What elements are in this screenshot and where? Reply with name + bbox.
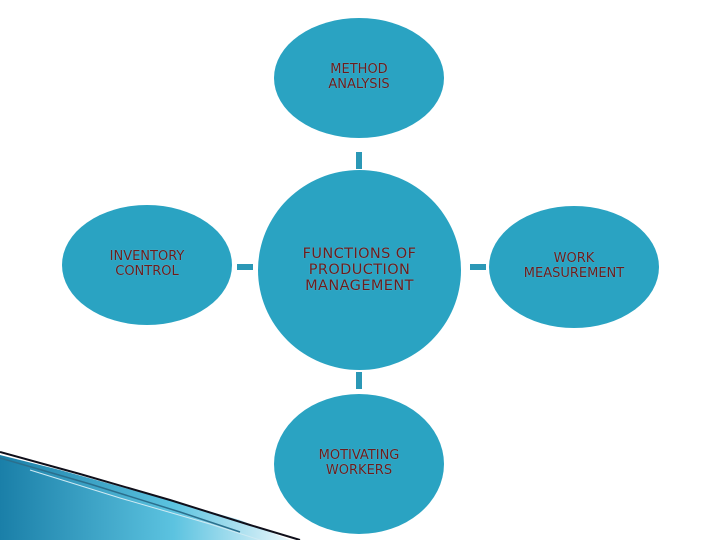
connector-bottom — [356, 372, 362, 389]
node-work-measurement-label: WORK MEASUREMENT — [523, 251, 625, 281]
node-center-label: FUNCTIONS OF PRODUCTION MANAGEMENT — [302, 245, 417, 295]
corner-swoosh-fill — [0, 455, 290, 540]
node-method-analysis: METHOD ANALYSIS — [274, 18, 444, 138]
node-method-analysis-label: METHOD ANALYSIS — [328, 62, 390, 92]
node-motivating-workers-label: MOTIVATING WORKERS — [318, 448, 400, 478]
corner-swoosh-line-light — [29, 469, 261, 540]
connector-right — [470, 264, 486, 270]
corner-swoosh-line-mid — [0, 457, 241, 533]
node-inventory-control: INVENTORY CONTROL — [62, 205, 232, 325]
node-motivating-workers: MOTIVATING WORKERS — [274, 394, 444, 534]
node-work-measurement: WORK MEASUREMENT — [489, 206, 659, 328]
node-functions-of-production-management: FUNCTIONS OF PRODUCTION MANAGEMENT — [258, 170, 461, 370]
node-inventory-control-label: INVENTORY CONTROL — [109, 249, 185, 279]
corner-swoosh-line-dark — [0, 451, 301, 540]
connector-top — [356, 152, 362, 169]
connector-left — [237, 264, 253, 270]
